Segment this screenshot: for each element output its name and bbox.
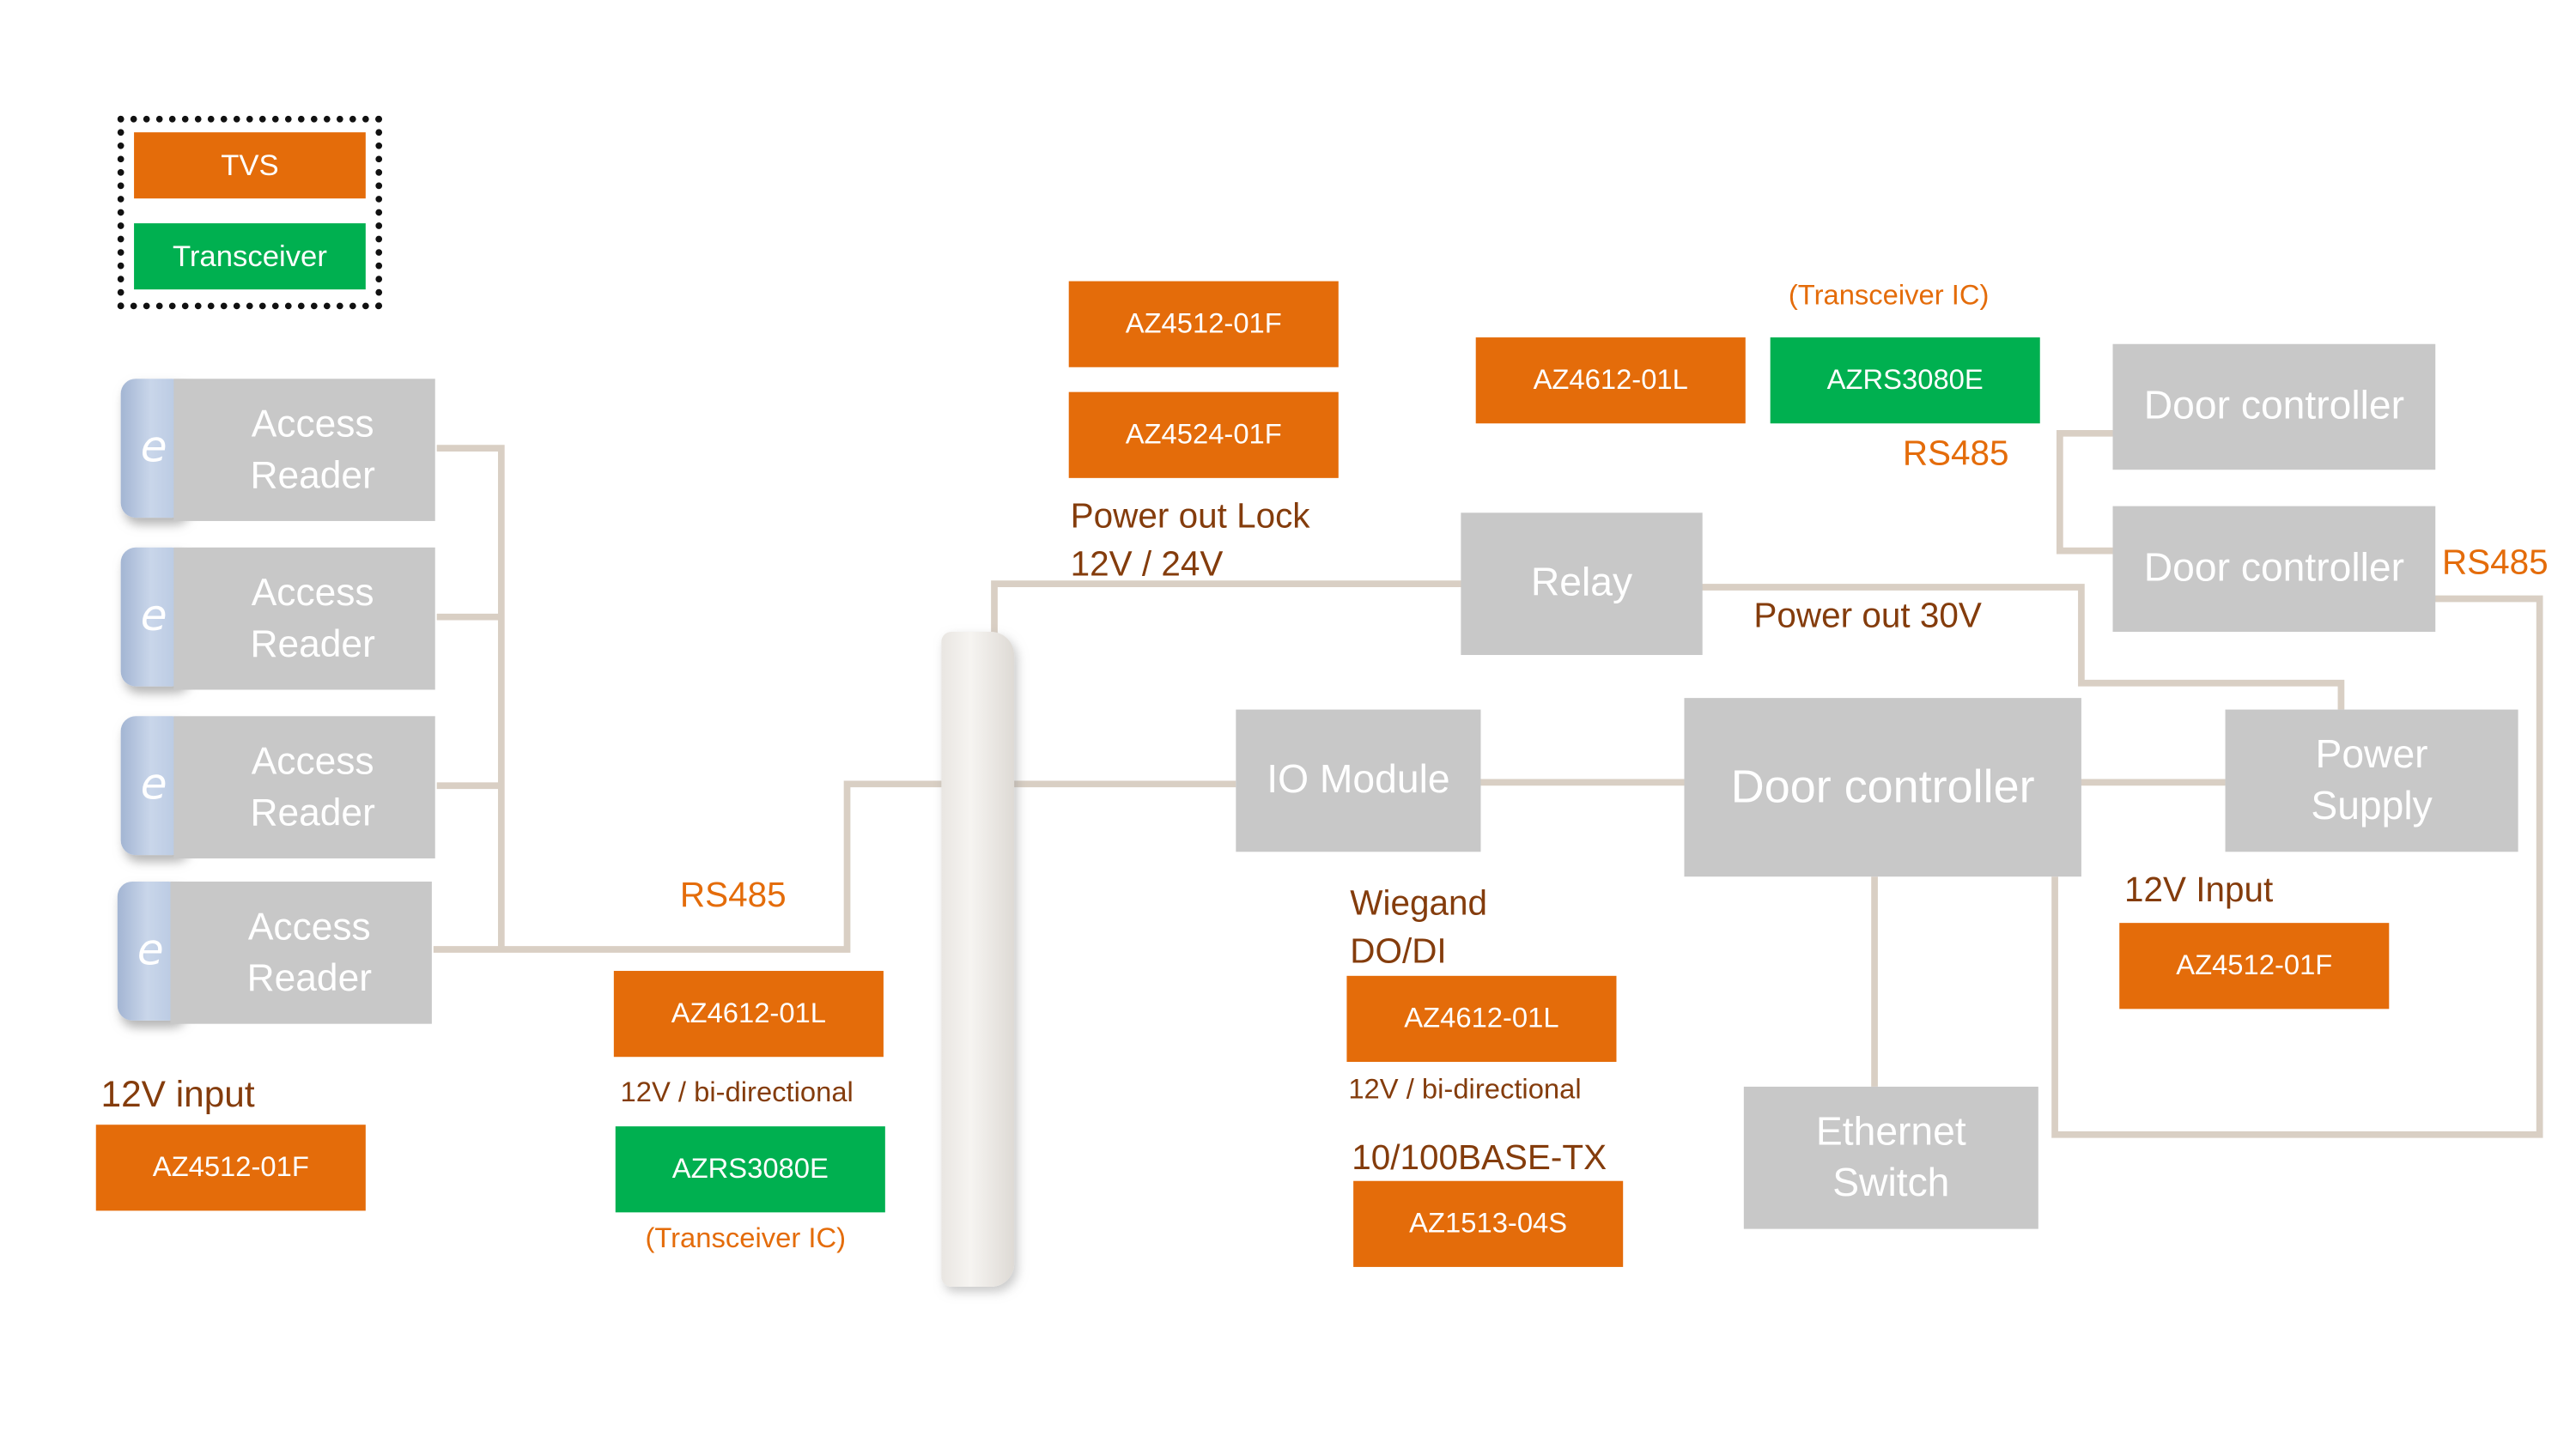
legend-transceiver-swatch: Transceiver [134, 223, 366, 290]
rs485-tvs-note: 12V / bi-directional [620, 1076, 854, 1108]
wire-rs485-loop [2051, 595, 2543, 1138]
ethernet-label: 10/100BASE-TX [1352, 1139, 1607, 1178]
wire-relay-to-power [1700, 584, 2345, 710]
controller-tvs-part: AZ4612-01L [1475, 337, 1746, 424]
main-door-controller: Door controller [1684, 698, 2081, 877]
controller-rs485-label: RS485 [1902, 434, 2009, 474]
wire-reader-bus [436, 445, 505, 949]
power-supply-tvs-part: AZ4512-01F [2119, 923, 2390, 1009]
rs485-tvs-part: AZ4612-01L [613, 971, 884, 1058]
door-controller-2: Door controller [2112, 506, 2436, 633]
rs485-label: RS485 [679, 876, 787, 915]
io-tvs-note: 12V / bi-directional [1348, 1073, 1582, 1106]
legend [117, 115, 383, 310]
relay-block: Relay [1461, 512, 1703, 656]
lock-tvs-part-2: AZ4524-01F [1068, 391, 1339, 478]
wire-rs485-to-hub [433, 780, 945, 953]
power-supply-input-label: 12V Input [2124, 871, 2274, 910]
bus-backbone [941, 632, 1015, 1288]
lock-tvs-part-1: AZ4512-01F [1068, 281, 1339, 367]
ethernet-tvs-part: AZ1513-04S [1353, 1180, 1624, 1267]
io-tvs-part: AZ4612-01L [1346, 975, 1617, 1063]
wire-hub-to-relay [991, 580, 1463, 637]
door-controller-1: Door controller [2112, 343, 2436, 470]
controller-transceiver-part: AZRS3080E [1770, 337, 2040, 424]
rs485-transceiver-note: (Transceiver IC) [645, 1222, 847, 1254]
reader-tvs-part: AZ4512-01F [95, 1125, 366, 1211]
wire-door-controllers-link [2057, 429, 2113, 555]
legend-tvs-swatch: TVS [134, 132, 366, 199]
door-controller-rs485-label: RS485 [2441, 543, 2549, 583]
relay-power-label: Power out 30V [1753, 597, 1982, 635]
reader-power-label: 12V input [100, 1073, 255, 1115]
rs485-transceiver-part: AZRS3080E [615, 1126, 885, 1213]
io-module-block: IO Module [1236, 709, 1481, 852]
controller-transceiver-note: (Transceiver IC) [1788, 279, 1990, 312]
